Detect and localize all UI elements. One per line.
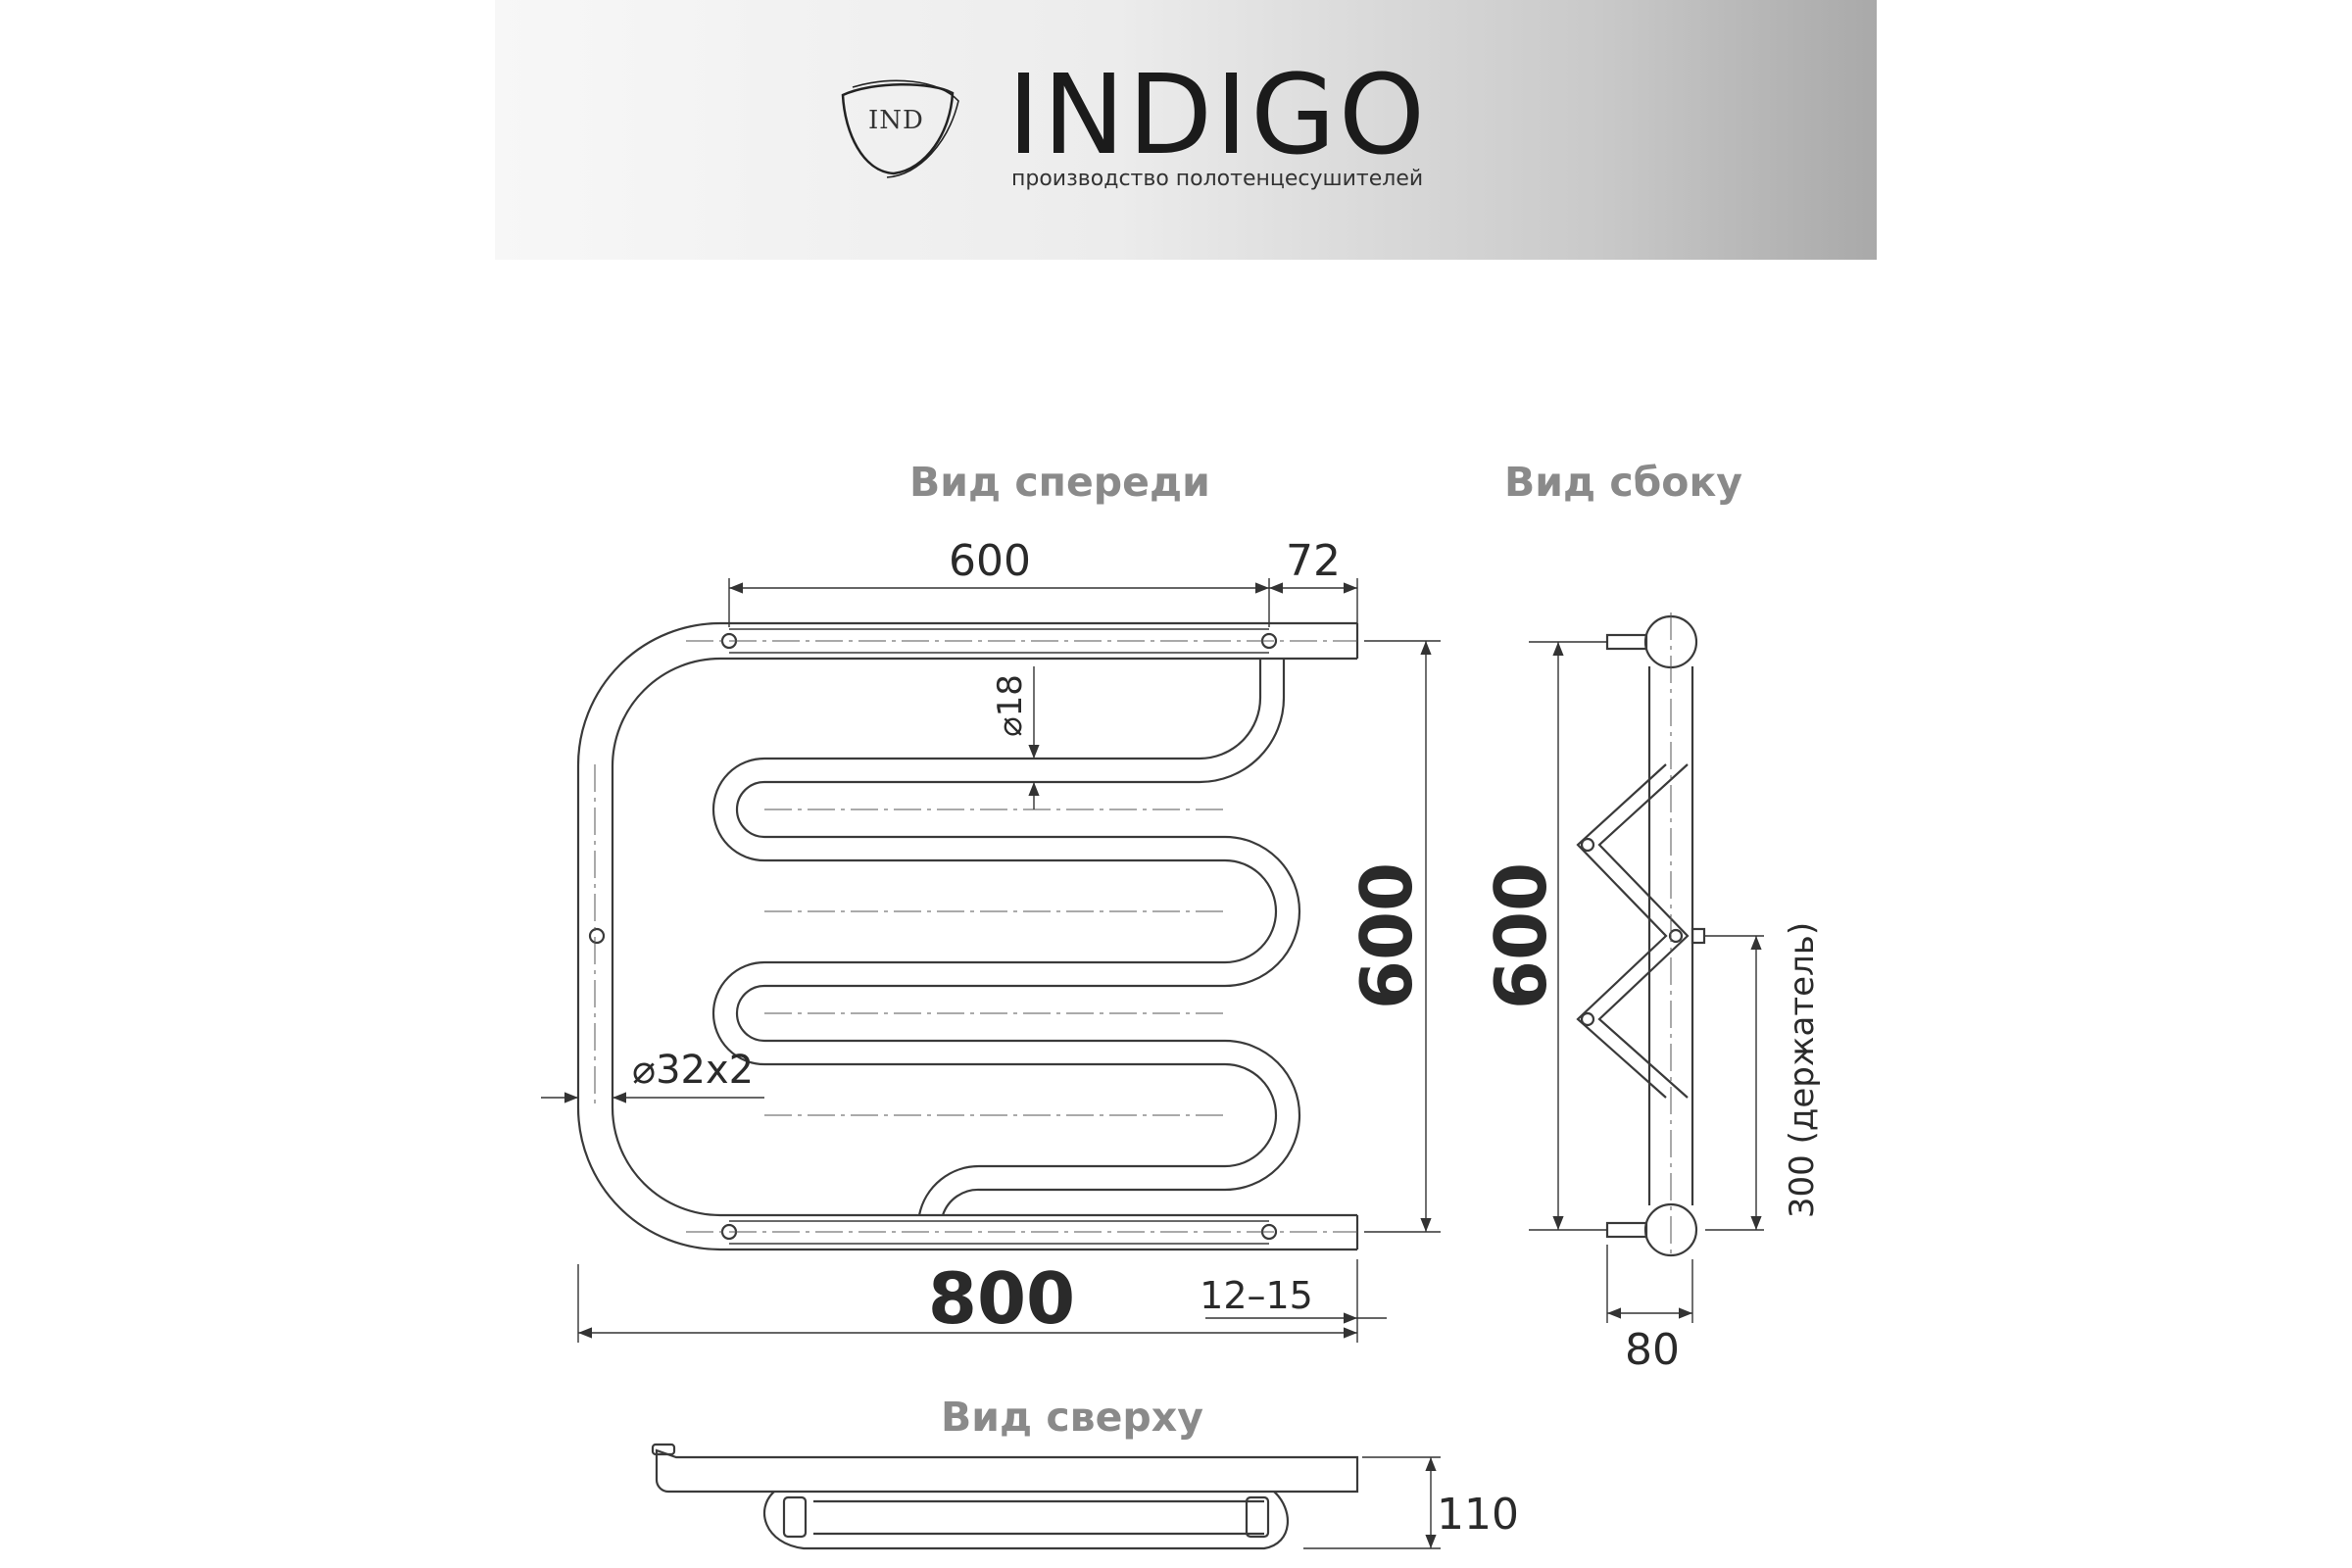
logo-icon [841,79,959,178]
header-banner [495,0,1877,260]
brand-name: INDIGO [1007,52,1429,179]
dim-front-height: 600 [1346,862,1428,1009]
top-view [651,1443,1359,1550]
dim-front-top-span: 600 [949,536,1031,586]
dim-top-depth: 110 [1437,1490,1519,1540]
front-dimensions [541,578,1441,1343]
side-view-label: Вид сбоку [1504,459,1743,506]
dim-front-top-offset: 72 [1286,536,1341,586]
dim-side-depth: 80 [1625,1325,1680,1375]
dim-side-height: 600 [1480,862,1562,1009]
dim-front-inner-pipe: ⌀18 [991,674,1030,737]
front-view [576,621,1359,1251]
side-view [1576,612,1706,1259]
top-view-label: Вид сверху [941,1394,1203,1441]
brand-tagline: производство полотенцесушителей [1011,167,1424,191]
front-view-label: Вид спереди [909,459,1210,506]
logo-mark-text: IND [868,106,924,135]
top-dimensions [1303,1456,1441,1549]
front-serpentine-outer [711,659,1278,1216]
side-dimensions [1529,641,1764,1323]
front-inner-pipe-outline [611,657,1357,1217]
dim-front-wall-gap: 12–15 [1200,1274,1313,1317]
front-serpentine-inner [735,659,1301,1216]
dim-front-pipe: ⌀32х2 [632,1048,754,1093]
dim-side-holder: 300 (держатель) [1783,922,1822,1218]
front-outer-pipe-outline [576,621,1357,1251]
dim-front-width: 800 [928,1257,1075,1340]
